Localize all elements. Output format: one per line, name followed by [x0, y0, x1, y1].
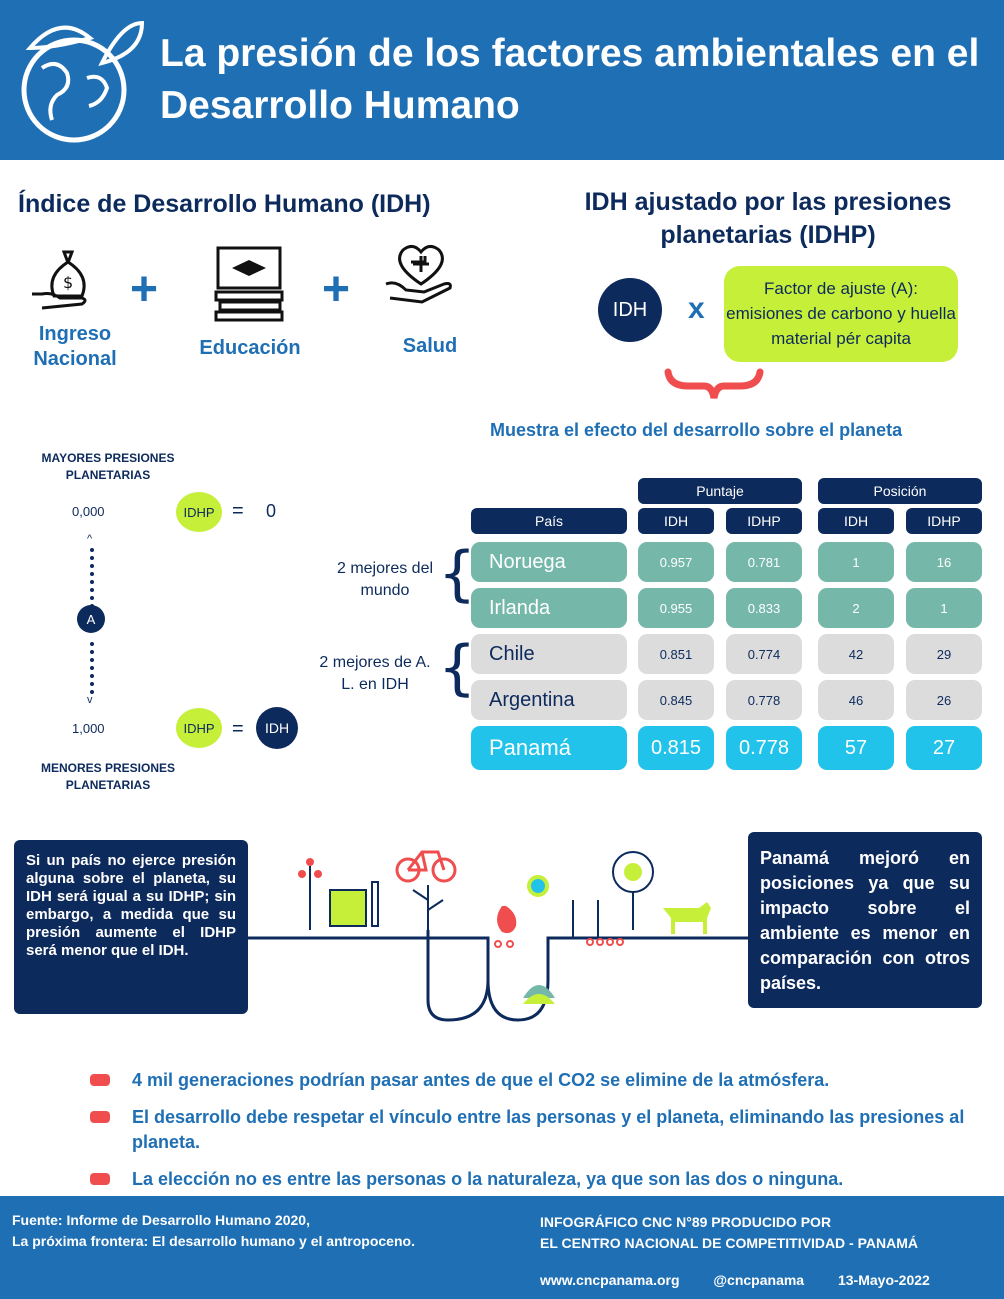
idhp-title: IDH ajustado por las presiones planetari… — [584, 188, 952, 249]
component-health: Salud — [402, 335, 458, 357]
scale-bottom-value: 1,000 — [72, 721, 105, 736]
table-cell: 57 — [818, 726, 894, 770]
bullet-icon — [90, 1173, 110, 1185]
list-item: 4 mil generaciones podrían pasar antes d… — [90, 1068, 970, 1093]
dotted-line — [90, 642, 94, 698]
producer-credit: INFOGRÁFICO CNC N°89 PRODUCIDO POR EL CE… — [540, 1214, 919, 1251]
times-sign: x — [688, 292, 705, 325]
table-cell: 0.778 — [726, 726, 802, 770]
globe-leaf-icon — [21, 20, 145, 143]
money-bag-hand-icon: $ — [32, 250, 87, 310]
table-cell: 0.815 — [638, 726, 714, 770]
header: La presión de los factores ambientales e… — [0, 0, 1004, 160]
table-cell: 26 — [906, 680, 982, 720]
table-cell: 16 — [906, 542, 982, 582]
arrow-up-icon: ^ — [87, 533, 93, 545]
footer-links: www.cncpanama.org @cncpanama 13-Mayo-202… — [540, 1272, 930, 1288]
table-cell: 0.957 — [638, 542, 714, 582]
svg-text:$: $ — [63, 273, 73, 292]
list-item: El desarrollo debe respetar el vínculo e… — [90, 1105, 970, 1155]
column-header: IDHP — [726, 508, 802, 534]
red-brace-icon — [664, 368, 764, 399]
table-cell: 1 — [906, 588, 982, 628]
header-puntaje: Puntaje — [638, 478, 802, 504]
header-posicion: Posición — [818, 478, 982, 504]
column-header: IDH — [638, 508, 714, 534]
table-cell: 0.781 — [726, 542, 802, 582]
component-income: Ingreso Nacional — [33, 323, 117, 370]
table-cell: 46 — [818, 680, 894, 720]
scale-top-value: 0,000 — [72, 504, 105, 519]
idh-circle: IDH — [598, 278, 662, 342]
group-label-latam: 2 mejores de A. L. en IDH — [319, 654, 431, 693]
table-cell: 0.774 — [726, 634, 802, 674]
heart-hand-icon — [385, 245, 452, 304]
column-header: País — [471, 508, 627, 534]
page-title: La presión de los factores ambientales e… — [160, 32, 980, 127]
table-row-country: Irlanda — [471, 588, 627, 628]
publish-date: 13-Mayo-2022 — [837, 1272, 930, 1288]
brace-icon: { — [438, 539, 477, 609]
equals-sign: = — [232, 500, 244, 522]
graduation-books-icon — [214, 246, 284, 322]
note-right: Panamá mejoró en posiciones ya que su im… — [748, 832, 982, 1008]
table-cell: 27 — [906, 726, 982, 770]
table-row-country: Argentina — [471, 680, 627, 720]
zero-value: 0 — [266, 501, 277, 521]
column-header: IDH — [818, 508, 894, 534]
website-link[interactable]: www.cncpanama.org — [540, 1272, 680, 1288]
footer: Fuente: Informe de Desarrollo Humano 202… — [0, 1196, 1004, 1299]
note-left: Si un país no ejerce presión alguna sobr… — [14, 840, 248, 1014]
table-cell: 1 — [818, 542, 894, 582]
idh-circle-small: IDH — [256, 707, 298, 749]
table-cell: 0.778 — [726, 680, 802, 720]
adjustment-factor-box: Factor de ajuste (A): emisiones de carbo… — [724, 266, 958, 362]
table-row-country: Panamá — [471, 726, 627, 770]
sustainability-illustration — [248, 850, 748, 1022]
column-header: IDHP — [906, 508, 982, 534]
idhp-pill: IDHP — [176, 492, 222, 532]
plus-icon: + — [130, 263, 159, 316]
dotted-line — [90, 548, 94, 612]
table-row-country: Chile — [471, 634, 627, 674]
table-cell: 2 — [818, 588, 894, 628]
idhp-pill: IDHP — [176, 708, 222, 748]
arrow-down-icon: v — [87, 694, 93, 706]
bullet-icon — [90, 1111, 110, 1123]
component-education: Educación — [199, 337, 301, 359]
table-row-country: Noruega — [471, 542, 627, 582]
group-label-world: 2 mejores del mundo — [336, 560, 434, 599]
source-citation: Fuente: Informe de Desarrollo Humano 202… — [12, 1212, 415, 1249]
effect-caption: Muestra el efecto del desarrollo sobre e… — [490, 420, 903, 440]
equals-sign: = — [232, 718, 244, 740]
key-points: 4 mil generaciones podrían pasar antes d… — [90, 1068, 970, 1204]
brace-icon: { — [438, 633, 477, 703]
table-cell: 0.845 — [638, 680, 714, 720]
table-cell: 0.833 — [726, 588, 802, 628]
bullet-icon — [90, 1074, 110, 1086]
table-cell: 29 — [906, 634, 982, 674]
table-cell: 0.955 — [638, 588, 714, 628]
plus-icon: + — [322, 263, 351, 316]
idh-title: Índice de Desarrollo Humano (IDH) — [18, 190, 431, 218]
scale-top-label: MAYORES PRESIONES PLANETARIAS — [41, 451, 175, 482]
factor-a-circle: A — [77, 605, 105, 633]
table-cell: 42 — [818, 634, 894, 674]
table-cell: 0.851 — [638, 634, 714, 674]
scale-bottom-label: MENORES PRESIONES PLANETARIAS — [40, 761, 176, 792]
social-handle[interactable]: @cncpanama — [713, 1272, 805, 1288]
list-item: La elección no es entre las personas o l… — [90, 1167, 970, 1192]
